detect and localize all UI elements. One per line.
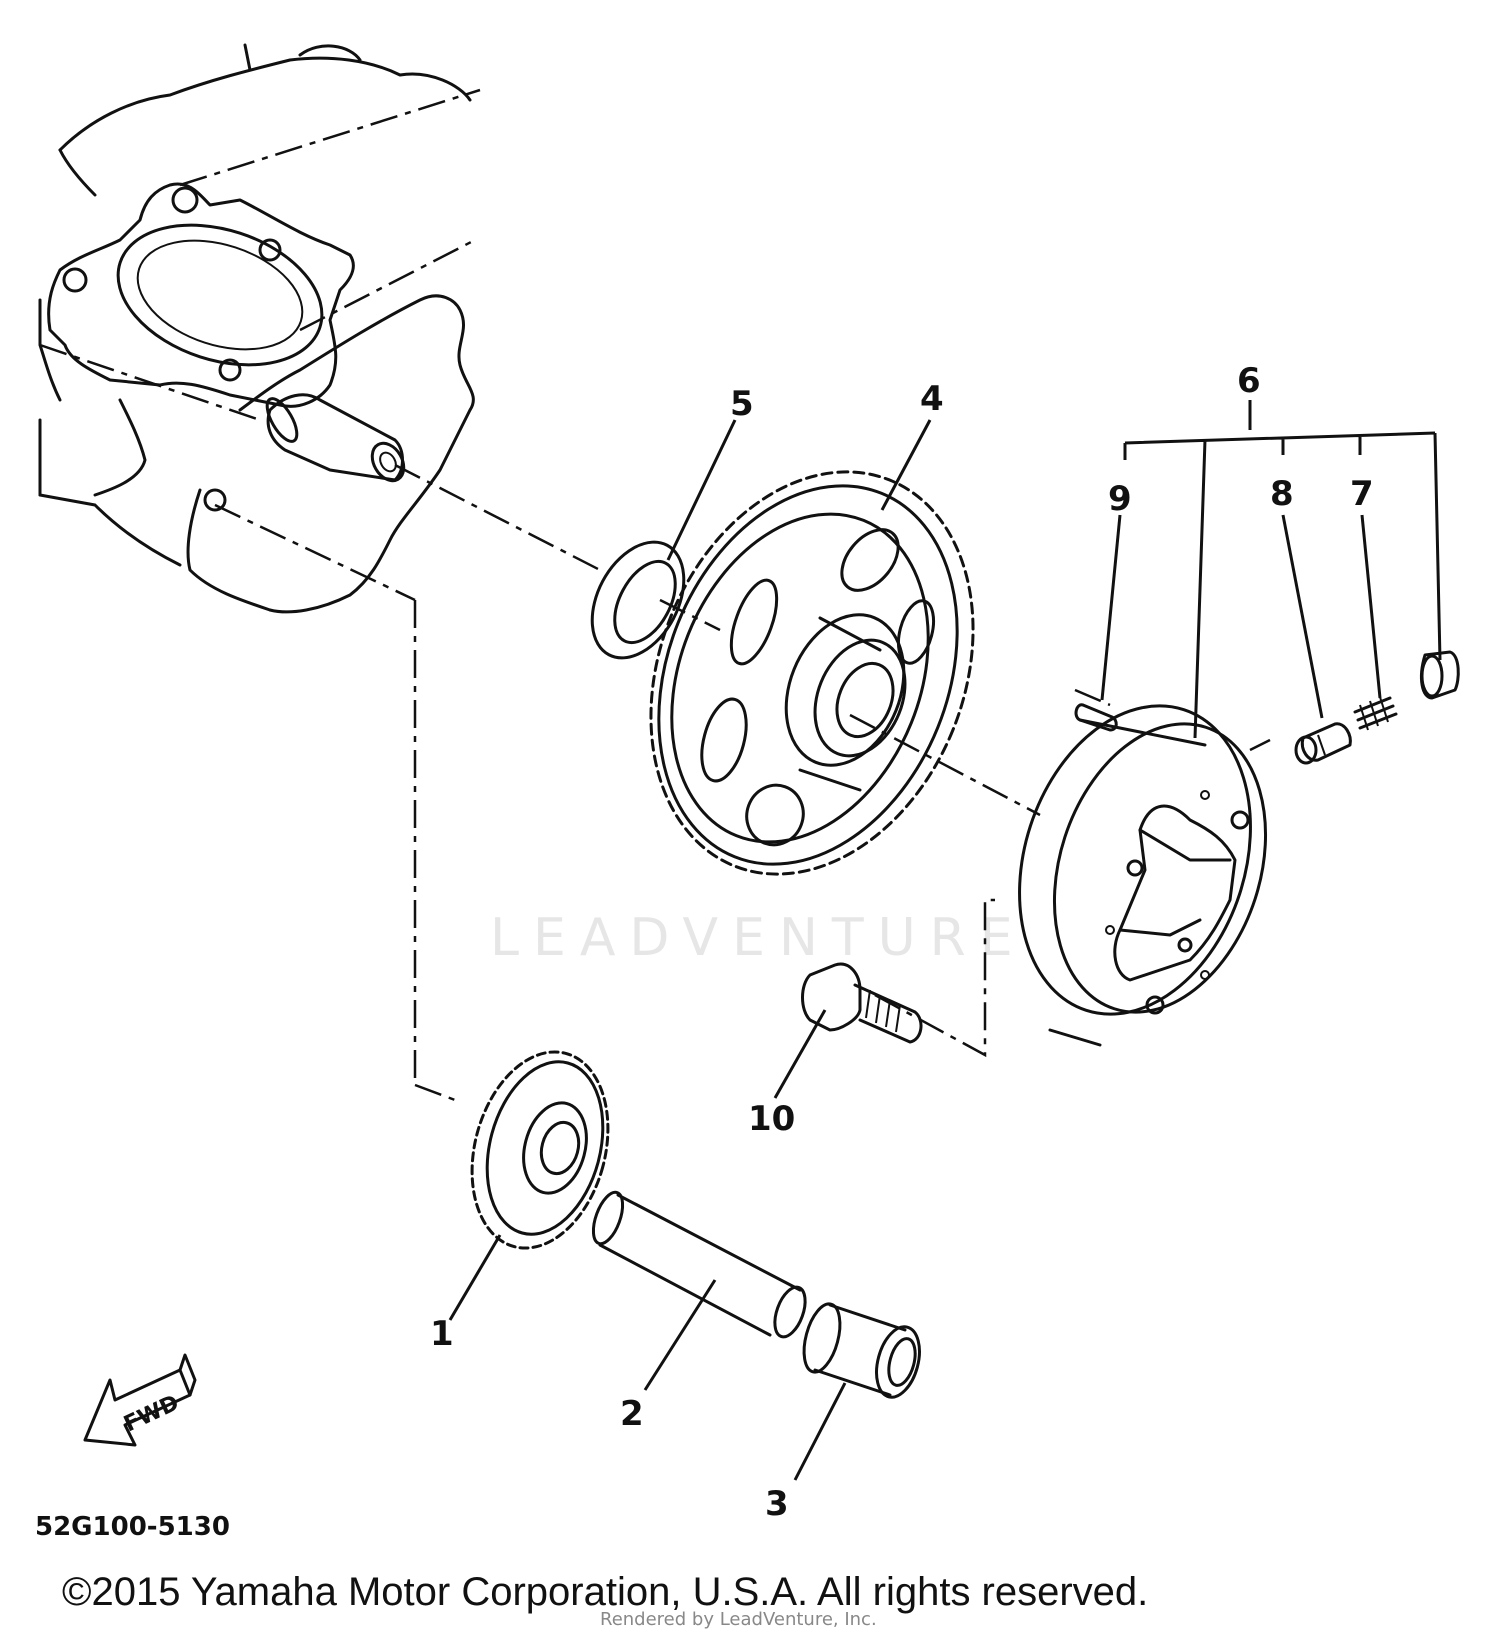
idle-gear-shaft-part-2 xyxy=(591,1190,807,1339)
watermark: LEADVENTURE xyxy=(490,908,1027,968)
callout-3: 3 xyxy=(765,1484,789,1524)
callout-9: 9 xyxy=(1108,479,1132,519)
drawing-code: 52G100-5130 xyxy=(35,1512,230,1542)
starter-clutch-assembly-part-6 xyxy=(1018,704,1268,1047)
starter-wheel-gear-part-4 xyxy=(649,470,975,876)
roller-pin-part-9 xyxy=(1074,703,1118,732)
callout-7: 7 xyxy=(1350,474,1374,514)
fwd-label: FWD xyxy=(120,1391,183,1438)
roller-part-8 xyxy=(1294,722,1352,765)
spring-part-7 xyxy=(1353,696,1398,731)
forward-direction-arrow: FWD xyxy=(83,1353,197,1447)
assembly-center-lines xyxy=(214,463,1271,1102)
bolt-part-10 xyxy=(801,962,923,1044)
rendered-by-credit: Rendered by LeadVenture, Inc. xyxy=(600,1609,877,1630)
callout-6: 6 xyxy=(1237,361,1261,401)
leader-lines xyxy=(448,400,1442,1481)
idle-gear-part-1 xyxy=(470,1050,610,1250)
engine-case-drawing xyxy=(38,43,481,614)
plunger-cap xyxy=(1420,650,1460,700)
callout-8: 8 xyxy=(1270,474,1294,514)
collar-part-3 xyxy=(802,1302,921,1399)
callout-1: 1 xyxy=(430,1314,454,1354)
callout-4: 4 xyxy=(920,379,944,419)
callout-10: 10 xyxy=(748,1099,795,1139)
callout-2: 2 xyxy=(620,1394,644,1434)
callout-5: 5 xyxy=(730,384,754,424)
washer-part-5 xyxy=(590,540,686,660)
copyright-notice: ©2015 Yamaha Motor Corporation, U.S.A. A… xyxy=(62,1570,1148,1614)
